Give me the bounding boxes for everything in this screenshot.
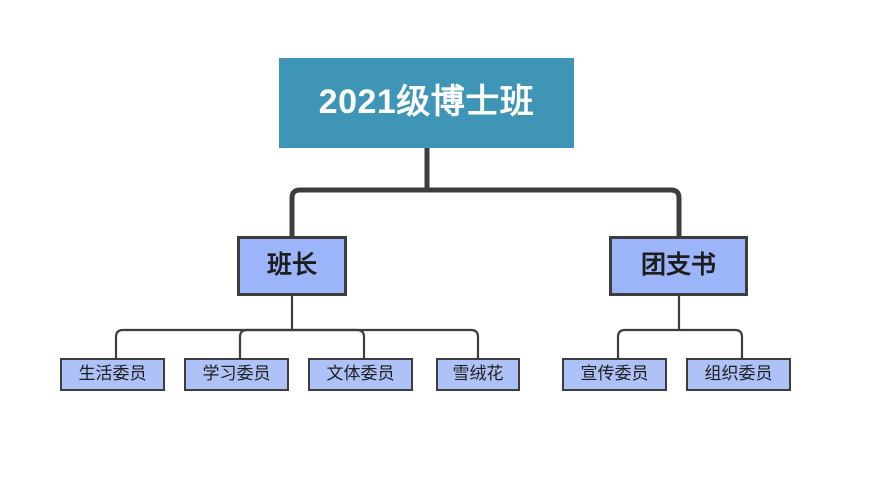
node-xuanchuan-weiyuan[interactable]: 宣传委员	[562, 358, 667, 391]
connector-banzhang-to-wenti	[292, 328, 366, 358]
node-shenghuo-weiyuan-label: 生活委员	[78, 364, 147, 384]
connector-tuanzhishu-to-zuzhi	[679, 328, 744, 358]
connector-root-to-banzhang	[289, 187, 427, 236]
connector-tuanzhishu-to-xuanchuan	[616, 328, 679, 358]
connector-banzhang-to-xuerong	[292, 328, 480, 358]
node-zuzhi-weiyuan-label: 组织委员	[704, 364, 773, 384]
node-tuanzhishu[interactable]: 团支书	[609, 236, 748, 296]
node-banzhang-label: 班长	[266, 251, 317, 280]
node-xuerong-hua-label: 雪绒花	[452, 364, 504, 384]
connector-root-to-tuanzhishu	[427, 187, 682, 236]
node-wenti-weiyuan[interactable]: 文体委员	[308, 358, 413, 391]
node-xuerong-hua[interactable]: 雪绒花	[436, 358, 520, 391]
node-shenghuo-weiyuan[interactable]: 生活委员	[60, 358, 165, 391]
connector-banzhang-to-xuexi	[238, 328, 292, 358]
node-banzhang[interactable]: 班长	[237, 236, 347, 296]
node-wenti-weiyuan-label: 文体委员	[326, 364, 395, 384]
node-xuanchuan-weiyuan-label: 宣传委员	[580, 364, 649, 384]
connector-banzhang-to-shenghuo	[114, 328, 292, 358]
node-tuanzhishu-label: 团支书	[640, 251, 716, 280]
node-root-class[interactable]: 2021级博士班	[279, 58, 574, 148]
node-root-label: 2021级博士班	[318, 83, 535, 122]
node-xuexi-weiyuan-label: 学习委员	[202, 364, 271, 384]
node-zuzhi-weiyuan[interactable]: 组织委员	[686, 358, 791, 391]
node-xuexi-weiyuan[interactable]: 学习委员	[184, 358, 289, 391]
